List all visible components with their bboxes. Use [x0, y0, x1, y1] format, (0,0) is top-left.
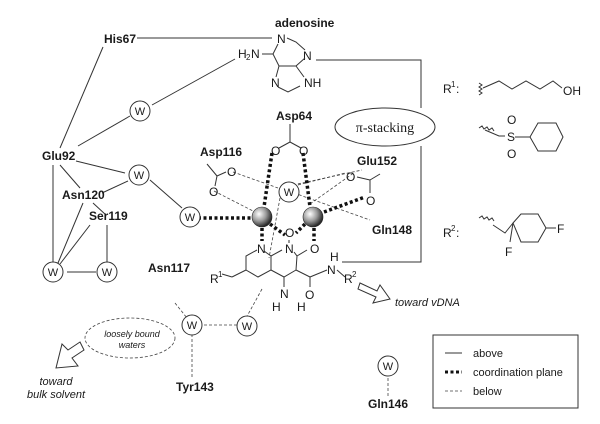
adenosine-structure: N N N NH H 2 N	[238, 32, 321, 93]
dashed-interactions	[174, 169, 389, 396]
svg-text:N: N	[277, 32, 286, 46]
residue-labels: His67 Glu92 Asn120 Ser119 Asp64 Asp116 G…	[42, 16, 412, 411]
bulk-solvent-arrow: toward bulk solvent	[27, 341, 86, 401]
svg-text:F: F	[557, 222, 564, 236]
svg-text:O: O	[271, 144, 280, 158]
svg-text:bulk solvent: bulk solvent	[27, 389, 86, 401]
svg-text:R: R	[344, 272, 353, 286]
svg-text:π-stacking: π-stacking	[356, 121, 414, 136]
svg-text:toward: toward	[39, 376, 73, 388]
svg-text:O: O	[507, 113, 516, 127]
residue-asn120: Asn120	[62, 188, 105, 202]
carboxylate-groups: O O O O O O	[206, 124, 381, 208]
svg-text:W: W	[187, 320, 198, 332]
coordination-bonds	[198, 152, 366, 241]
water-molecules: W W W W W W W W W	[42, 100, 399, 377]
residue-ser119: Ser119	[89, 209, 128, 223]
svg-text:N: N	[327, 263, 336, 277]
residue-asp116: Asp116	[200, 145, 242, 159]
svg-text:S: S	[507, 130, 515, 144]
svg-text:below: below	[473, 386, 502, 398]
water-8: W	[236, 315, 258, 337]
svg-text:OH: OH	[563, 84, 581, 98]
svg-text:toward vDNA: toward vDNA	[395, 297, 460, 309]
svg-text:O: O	[285, 226, 294, 240]
svg-text:O: O	[507, 147, 516, 161]
svg-text:W: W	[135, 106, 146, 118]
metal-ion-2	[302, 206, 324, 228]
legend-item-coordination: coordination plane	[445, 367, 563, 379]
water-1: W	[129, 100, 151, 122]
svg-text:O: O	[209, 185, 218, 199]
residue-tyr143: Tyr143	[176, 380, 214, 394]
svg-text:waters: waters	[119, 340, 146, 350]
svg-text:O: O	[366, 194, 375, 208]
svg-text:loosely bound: loosely bound	[104, 329, 161, 339]
svg-text:W: W	[284, 187, 295, 199]
pi-stacking-label: π-stacking	[334, 107, 436, 147]
residue-gln148: Gln148	[372, 223, 412, 237]
svg-text:O: O	[227, 165, 236, 179]
svg-text:W: W	[185, 212, 196, 224]
residue-asp64: Asp64	[276, 109, 312, 123]
svg-text:W: W	[242, 321, 253, 333]
svg-text:coordination plane: coordination plane	[473, 367, 563, 379]
svg-text:N: N	[251, 47, 260, 61]
svg-text:W: W	[48, 267, 59, 279]
svg-text:2: 2	[352, 270, 357, 279]
water-7: W	[181, 314, 203, 336]
r1-definitions: R 1 : OH S O O	[443, 80, 581, 161]
residue-asn117: Asn117	[148, 261, 190, 275]
svg-text:1: 1	[451, 80, 456, 89]
loosely-bound-waters: loosely bound waters	[84, 317, 176, 359]
water-3: W	[179, 206, 201, 228]
water-4: W	[42, 261, 64, 283]
svg-text:1: 1	[218, 270, 223, 279]
residue-glu152: Glu152	[357, 154, 397, 168]
svg-text:N: N	[303, 49, 312, 63]
svg-text:O: O	[299, 144, 308, 158]
svg-text:H: H	[330, 250, 339, 264]
metal-ion-1	[251, 206, 273, 228]
svg-text:R: R	[443, 82, 452, 96]
svg-text:NH: NH	[304, 76, 321, 90]
svg-text:R: R	[210, 272, 219, 286]
svg-text:2: 2	[246, 53, 251, 62]
inhibitor-core: O N N O N H H O N H R 2 R 1	[210, 226, 357, 314]
legend-item-above: above	[445, 348, 503, 360]
svg-text:H: H	[238, 47, 247, 61]
svg-text:N: N	[271, 76, 280, 90]
water-9: W	[377, 355, 399, 377]
residue-his67: His67	[104, 32, 136, 46]
water-2: W	[128, 164, 150, 186]
svg-text:H: H	[297, 300, 306, 314]
r2-definition: R 2 : F F	[443, 213, 564, 259]
svg-text:H: H	[272, 300, 281, 314]
svg-text:R: R	[443, 226, 452, 240]
solid-interactions	[52, 37, 422, 273]
vdna-arrow: toward vDNA	[357, 282, 460, 309]
svg-text:W: W	[134, 170, 145, 182]
water-6: W	[278, 181, 300, 203]
legend-item-below: below	[445, 386, 502, 398]
svg-text:N: N	[257, 242, 266, 256]
adenosine-label: adenosine	[275, 16, 335, 30]
svg-text:O: O	[310, 242, 319, 256]
svg-text::: :	[456, 226, 459, 240]
svg-text:W: W	[102, 267, 113, 279]
svg-text:2: 2	[451, 224, 456, 233]
residue-glu92: Glu92	[42, 149, 76, 163]
residue-gln146: Gln146	[368, 397, 408, 411]
svg-text:N: N	[280, 287, 289, 301]
svg-text::: :	[456, 82, 459, 96]
svg-text:O: O	[305, 288, 314, 302]
svg-text:F: F	[505, 245, 512, 259]
svg-text:O: O	[346, 170, 355, 184]
water-5: W	[96, 261, 118, 283]
svg-text:above: above	[473, 348, 503, 360]
svg-text:N: N	[285, 242, 294, 256]
svg-text:W: W	[383, 361, 394, 373]
legend: above coordination plane below	[432, 334, 579, 409]
